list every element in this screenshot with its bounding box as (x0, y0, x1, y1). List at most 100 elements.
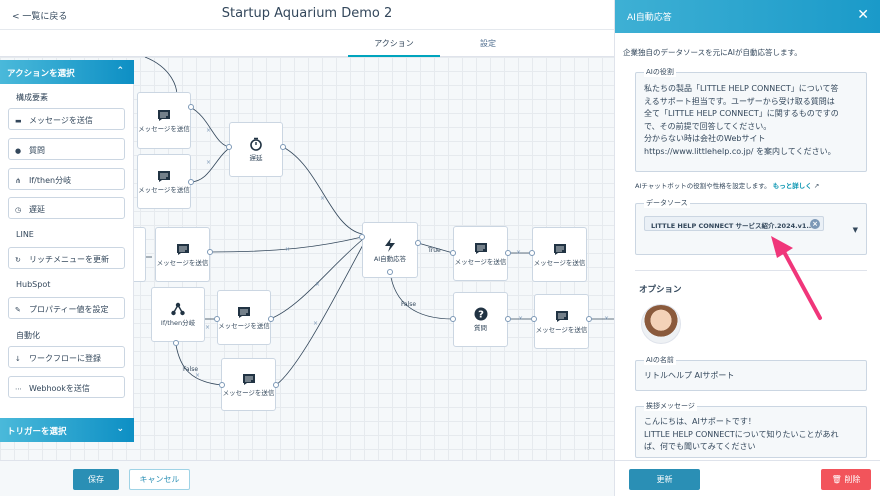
greeting-field[interactable]: 挨拶メッセージ こんにちは、AIサポートです！ LITTLE HELP CONN… (635, 401, 867, 458)
role-line: https://www.littlehelp.co.jp/ を案内してください。 (644, 146, 836, 156)
input-port[interactable] (359, 234, 365, 240)
output-port[interactable] (188, 179, 194, 185)
edge (389, 271, 454, 320)
input-port[interactable] (226, 144, 232, 150)
section-automation: 自動化 (16, 331, 40, 340)
send-message-node[interactable]: メッセージを送信 (155, 227, 210, 282)
input-port[interactable] (219, 382, 225, 388)
tab-bar: アクション 設定 (0, 30, 614, 57)
palette-delay[interactable]: ◷遅延 (8, 197, 125, 219)
output-port[interactable] (280, 144, 286, 150)
actions-header[interactable]: アクションを選択 ⌃ (0, 60, 134, 84)
edge-delete-mark[interactable]: × (516, 249, 522, 256)
input-port[interactable] (450, 316, 456, 322)
edge-delete-mark[interactable]: × (320, 195, 326, 202)
save-button[interactable]: 保存 (73, 469, 119, 490)
message-icon (473, 240, 489, 256)
trigger-header[interactable]: トリガーを選択 ⌄ (0, 418, 134, 442)
node-label: メッセージを送信 (222, 389, 275, 397)
edge-delete-mark[interactable]: × (206, 159, 212, 166)
section-hubspot: HubSpot (16, 280, 51, 289)
send-message-node[interactable]: メッセージを送信 (534, 294, 589, 349)
send-message-node[interactable]: メッセージを送信 (137, 154, 191, 209)
palette-item-label: If/then分岐 (29, 176, 72, 185)
palette-rich-menu[interactable]: ↻リッチメニューを更新 (8, 247, 125, 269)
field-legend: 挨拶メッセージ (644, 401, 697, 411)
input-port[interactable] (531, 316, 537, 322)
edge-delete-mark[interactable]: × (206, 127, 212, 134)
datasource-select[interactable]: データソース LITTLE HELP CONNECT サービス紹介.2024.v… (635, 198, 867, 255)
delay-node[interactable]: 遅延 (229, 122, 283, 177)
back-to-list-link[interactable]: < 一覧に戻る (12, 12, 68, 22)
node-label: メッセージを送信 (533, 259, 586, 267)
palette-workflow[interactable]: ↓ワークフローに登録 (8, 346, 125, 368)
edge-delete-mark[interactable]: × (285, 246, 291, 253)
node-label: メッセージを送信 (156, 259, 209, 267)
section-components: 構成要素 (16, 93, 48, 102)
edge-delete-mark[interactable]: × (195, 372, 201, 379)
partial-node[interactable] (130, 227, 146, 282)
palette-item-label: 質問 (29, 146, 45, 155)
ai-role-field[interactable]: AIの役割 私たちの製品「LITTLE HELP CONNECT」について答 え… (635, 67, 867, 172)
send-message-node[interactable]: メッセージを送信 (137, 92, 191, 149)
send-message-node[interactable]: メッセージを送信 (532, 227, 587, 282)
ai-name-field[interactable]: AIの名前 リトルヘルプ AIサポート (635, 355, 867, 391)
message-icon: ▬ (15, 117, 22, 125)
palette-send-message[interactable]: ▬メッセージを送信 (8, 108, 125, 130)
send-message-node[interactable]: メッセージを送信 (221, 358, 276, 411)
remove-chip-icon[interactable]: × (810, 219, 820, 229)
output-port[interactable] (505, 316, 511, 322)
edge (189, 146, 232, 183)
cancel-button[interactable]: キャンセル (129, 469, 190, 490)
action-palette: アクションを選択 ⌃ 構成要素 ▬メッセージを送信 ● 質問 ⋔If/then分岐… (0, 60, 134, 442)
edge-delete-mark[interactable]: × (315, 281, 321, 288)
output-port[interactable] (505, 250, 511, 256)
close-icon[interactable]: ✕ (857, 7, 869, 23)
ifthen-node[interactable]: If/then分岐 (151, 287, 205, 342)
palette-property[interactable]: ✎プロパティー値を設定 (8, 297, 125, 319)
edge-delete-mark[interactable]: × (313, 320, 319, 327)
input-port[interactable] (529, 250, 535, 256)
edge (275, 242, 365, 386)
ai-auto-reply-node[interactable]: AI自動応答 (362, 222, 418, 278)
question-node[interactable]: ? 質問 (453, 292, 508, 347)
delete-button[interactable]: 🗑 削除 (821, 469, 871, 490)
output-port[interactable] (173, 340, 179, 346)
bottom-bar: 保存 キャンセル (0, 460, 614, 496)
edge-delete-mark[interactable]: × (604, 315, 610, 322)
edge-delete-mark[interactable]: × (205, 324, 211, 331)
input-port[interactable] (450, 250, 456, 256)
send-message-node[interactable]: メッセージを送信 (217, 290, 271, 345)
chevron-up-icon: ⌃ (116, 66, 124, 76)
datasource-chip[interactable]: LITTLE HELP CONNECT サービス紹介.2024.v1... × (644, 216, 824, 231)
edge-delete-mark[interactable]: × (518, 315, 524, 322)
output-port[interactable] (273, 382, 279, 388)
greeting-line: LITTLE HELP CONNECTについて知りたいことがあれ (644, 429, 839, 439)
palette-webhook[interactable]: ⋯Webhookを送信 (8, 376, 125, 398)
learn-more-link[interactable]: もっと詳しく (772, 182, 812, 190)
output-port[interactable] (268, 316, 274, 322)
output-port[interactable] (188, 104, 194, 110)
caret-down-icon[interactable]: ▼ (852, 226, 858, 234)
question-icon: ? (473, 306, 489, 322)
greeting-line: こんにちは、AIサポートです！ (644, 417, 756, 426)
output-port[interactable] (387, 269, 393, 275)
divider (635, 270, 867, 271)
message-icon (554, 308, 570, 324)
edge-label-false: False (183, 366, 199, 373)
output-port[interactable] (207, 249, 213, 255)
input-port[interactable] (214, 316, 220, 322)
palette-ifthen[interactable]: ⋔If/then分岐 (8, 168, 125, 190)
send-message-node[interactable]: メッセージを送信 (453, 226, 508, 281)
question-icon: ● (15, 147, 22, 155)
output-port[interactable] (415, 240, 421, 246)
tab-settings[interactable]: 設定 (480, 39, 496, 48)
edge-label-true: True (428, 247, 441, 254)
ai-avatar[interactable] (641, 304, 681, 344)
output-port[interactable] (586, 316, 592, 322)
palette-question[interactable]: ● 質問 (8, 138, 125, 160)
stopwatch-icon: ◷ (15, 206, 22, 214)
update-button[interactable]: 更新 (629, 469, 700, 490)
node-label: メッセージを送信 (535, 326, 588, 334)
tab-actions[interactable]: アクション (348, 38, 440, 57)
